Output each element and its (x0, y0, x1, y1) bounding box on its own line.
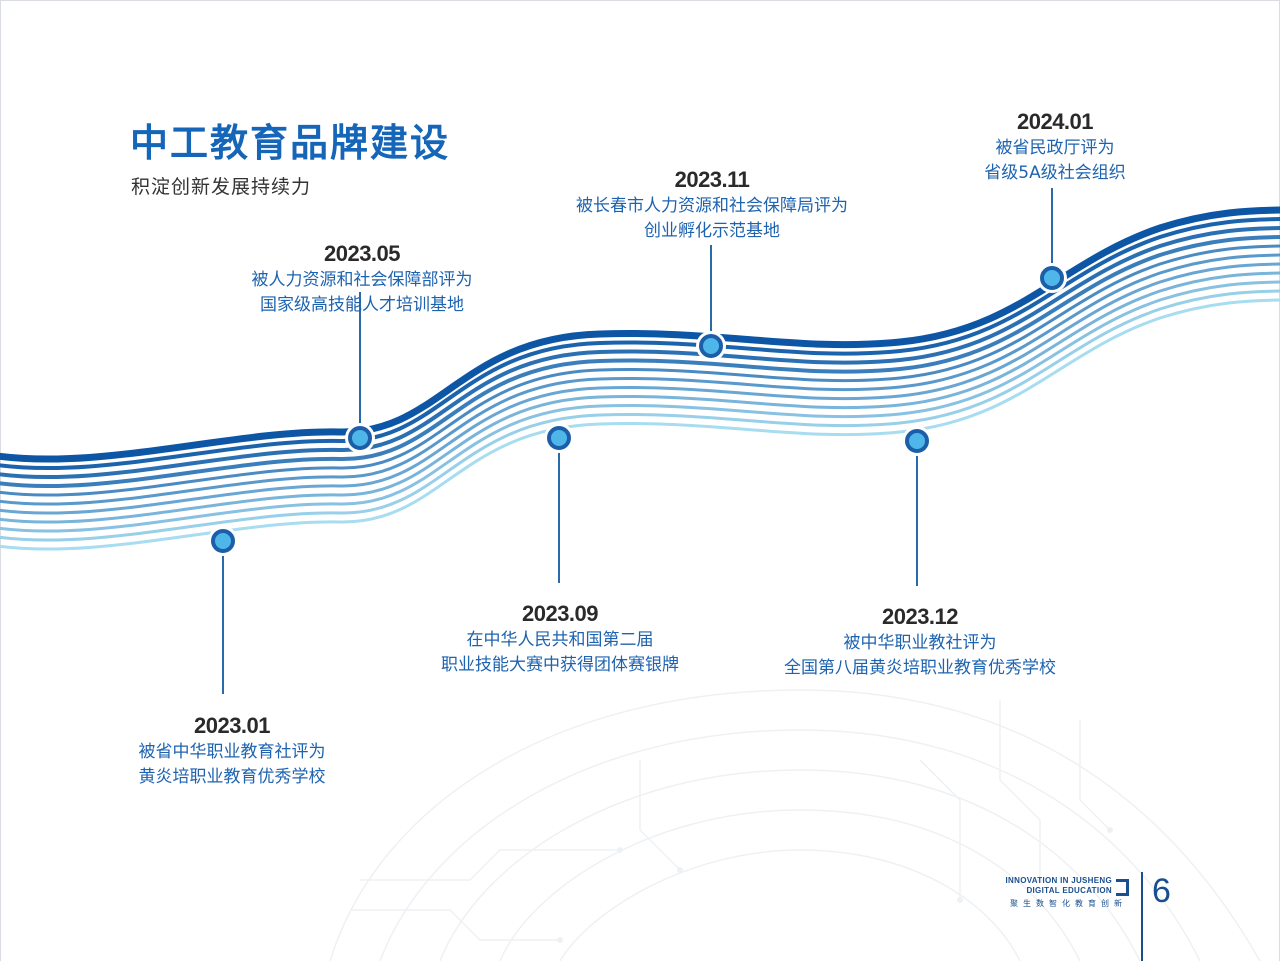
connector-2023-01 (222, 544, 224, 694)
timeline-event-2023-11: 2023.11 被长春市人力资源和社会保障局评为 创业孵化示范基地 (512, 166, 912, 244)
frame-left (0, 0, 1, 961)
event-line: 创业孵化示范基地 (644, 221, 780, 241)
wave-stripe (0, 226, 1280, 480)
event-line: 被省民政厅评为 (995, 138, 1115, 158)
event-line: 在中华人民共和国第二届 (466, 630, 654, 650)
wave-stripe (0, 244, 1280, 497)
timeline-event-2024-01: 2024.01 被省民政厅评为 省级5A级社会组织 (855, 108, 1255, 186)
timeline-node-2023-11 (699, 334, 723, 358)
wave-stripe (0, 262, 1280, 515)
event-line: 被中华职业教社评为 (843, 633, 997, 653)
wave-stripe (0, 206, 1280, 463)
event-line: 省级5A级社会组织 (984, 163, 1126, 183)
footer-divider (1141, 872, 1143, 961)
event-date: 2023.05 (323, 241, 401, 266)
timeline-event-2023-09: 2023.09 在中华人民共和国第二届 职业技能大赛中获得团体赛银牌 (360, 600, 760, 678)
page-title: 中工教育品牌建设 (130, 121, 451, 165)
wave-stripe (0, 217, 1280, 471)
brand-line-1: INNOVATION IN JUSHENG (1005, 876, 1112, 885)
timeline-node-2023-01 (211, 529, 235, 553)
event-line: 全国第八届黄炎培职业教育优秀学校 (784, 658, 1056, 678)
page-subtitle: 积淀创新发展持续力 (131, 176, 312, 198)
timeline-node-2023-12 (905, 429, 929, 453)
wave-stripe (0, 253, 1280, 506)
event-line: 国家级高技能人才培训基地 (260, 295, 464, 315)
event-date: 2023.12 (881, 604, 959, 629)
event-line: 职业技能大赛中获得团体赛银牌 (441, 655, 679, 675)
timeline-node-2023-09 (547, 426, 571, 450)
event-line: 黄炎培职业教育优秀学校 (138, 767, 326, 787)
footer-brand-cn: 聚生数智化教育创新 (1010, 899, 1127, 908)
wave-stripe (0, 280, 1280, 533)
connector-2023-12 (916, 444, 918, 586)
footer-brand: INNOVATION IN JUSHENG DIGITAL EDUCATION (1006, 876, 1112, 896)
timeline-event-2023-05: 2023.05 被人力资源和社会保障部评为 国家级高技能人才培训基地 (162, 240, 562, 318)
timeline-node-2023-05 (348, 426, 372, 450)
connector-2023-09 (558, 440, 560, 583)
event-date: 2023.01 (193, 713, 271, 738)
connector-2023-05 (359, 292, 361, 437)
event-date: 2023.09 (521, 601, 599, 626)
wave-stripe (0, 298, 1280, 551)
connector-2023-11 (710, 245, 712, 345)
event-date: 2023.11 (674, 167, 750, 192)
wave-stripe (0, 235, 1280, 489)
wave-stripe (0, 271, 1280, 524)
brand-mark-icon (1116, 879, 1129, 896)
connector-2024-01 (1051, 188, 1053, 278)
wave-stripe (0, 289, 1280, 542)
frame-top (0, 0, 1280, 1)
event-date: 2024.01 (1016, 109, 1094, 134)
brand-line-2: DIGITAL EDUCATION (1026, 886, 1112, 895)
timeline-event-2023-01: 2023.01 被省中华职业教育社评为 黄炎培职业教育优秀学校 (32, 712, 432, 790)
timeline-node-2024-01 (1040, 266, 1064, 290)
event-line: 被长春市人力资源和社会保障局评为 (576, 196, 848, 216)
event-line: 被人力资源和社会保障部评为 (251, 270, 473, 290)
page-number: 6 (1152, 872, 1171, 910)
timeline-event-2023-12: 2023.12 被中华职业教社评为 全国第八届黄炎培职业教育优秀学校 (720, 603, 1120, 681)
event-line: 被省中华职业教育社评为 (138, 742, 326, 762)
